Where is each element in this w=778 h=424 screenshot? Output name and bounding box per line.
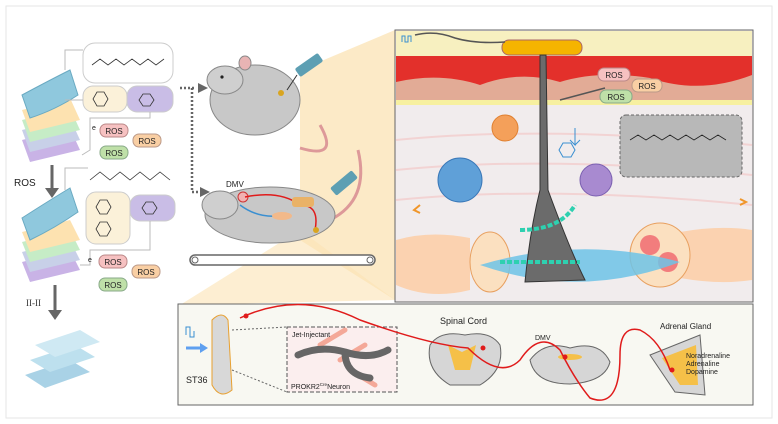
svg-text:ROS: ROS: [104, 281, 121, 290]
svg-text:ROS: ROS: [105, 149, 122, 158]
jet-injectant-label: Jet-Injectant: [292, 332, 330, 339]
electron-label-1: e: [92, 125, 96, 132]
dmv-label: DMV: [535, 335, 551, 342]
ros-badges-bottom: ROS ROS ROS: [98, 254, 161, 292]
material-stack-1: [21, 69, 80, 162]
dmv-mouse-label: DMV: [226, 180, 244, 189]
material-stack-2: [21, 187, 80, 282]
polymer-structure-1: [82, 42, 174, 113]
jet-injector-1: [286, 53, 323, 91]
svg-text:ROS: ROS: [138, 137, 155, 146]
svg-text:ROS: ROS: [605, 71, 622, 80]
mouse-treadmill: [201, 149, 363, 244]
tissue-micro-panel: [394, 29, 754, 303]
hormone-adrenaline: Adrenaline: [686, 361, 720, 368]
zoom-cone-bottom: [180, 230, 395, 305]
svg-text:ROS: ROS: [137, 268, 154, 277]
svg-text:ROS: ROS: [638, 82, 655, 91]
spinal-cord-label: Spinal Cord: [440, 316, 487, 326]
ros-step-label: ROS: [14, 178, 36, 189]
svg-text:ROS: ROS: [105, 127, 122, 136]
neuron-label: PROKR2CreNeuron: [291, 382, 350, 391]
dotted-arrows: [180, 86, 200, 194]
adrenal-gland-label: Adrenal Gland: [660, 322, 711, 331]
hormone-noradrenaline: Noradrenaline: [686, 353, 730, 360]
treadmill: [189, 254, 376, 266]
pathway-panel: [177, 303, 754, 406]
svg-text:ROS: ROS: [104, 258, 121, 267]
svg-text:ROS: ROS: [607, 93, 624, 102]
jet-injector-2: [330, 170, 358, 196]
mouse-sitting: [206, 55, 329, 153]
electron-label-2: e: [88, 257, 92, 264]
hormone-dopamine: Dopamine: [686, 369, 718, 376]
ii-step-label: II-II: [26, 298, 41, 308]
material-stack-3: [25, 330, 100, 388]
connector-lines: [64, 49, 151, 266]
ros-badges-micro: ROS ROS ROS: [597, 67, 663, 104]
st36-label: ST36: [186, 375, 208, 385]
polymer-structure-2: [85, 171, 176, 245]
down-arrows: [45, 165, 62, 320]
zoom-cone-top: [300, 30, 395, 300]
ros-badges-top: ROS ROS ROS: [99, 123, 162, 160]
